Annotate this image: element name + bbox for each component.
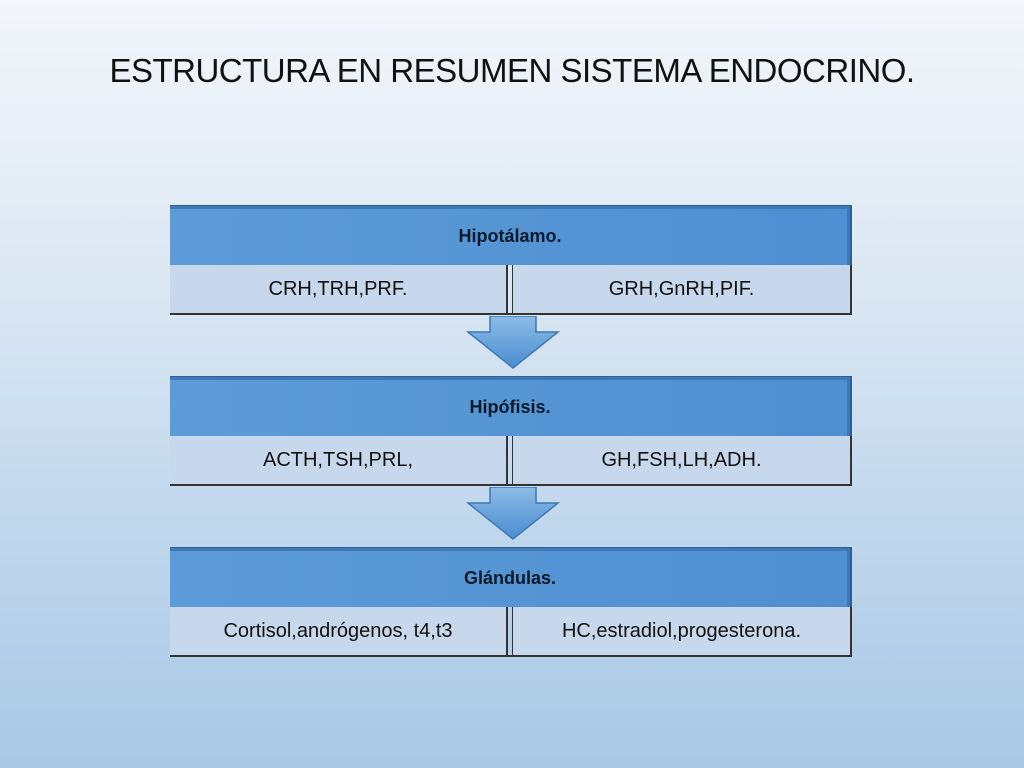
level-cell-right: GRH,GnRH,PIF. [512, 265, 850, 313]
level-body: CRH,TRH,PRF. GRH,GnRH,PIF. [170, 265, 852, 315]
level-cell-right: GH,FSH,LH,ADH. [512, 436, 850, 484]
level-header: Hipófisis. [170, 376, 852, 436]
level-cell-left: Cortisol,andrógenos, t4,t3 [170, 607, 508, 655]
down-arrow-icon [466, 316, 560, 369]
level-hipofisis: Hipófisis. ACTH,TSH,PRL, GH,FSH,LH,ADH. [170, 376, 852, 486]
level-cell-right: HC,estradiol,progesterona. [512, 607, 850, 655]
level-header: Glándulas. [170, 547, 852, 607]
level-glandulas: Glándulas. Cortisol,andrógenos, t4,t3 HC… [170, 547, 852, 657]
level-hipotalamo: Hipotálamo. CRH,TRH,PRF. GRH,GnRH,PIF. [170, 205, 852, 315]
slide-title: ESTRUCTURA EN RESUMEN SISTEMA ENDOCRINO. [109, 52, 915, 89]
level-header: Hipotálamo. [170, 205, 852, 265]
level-body: Cortisol,andrógenos, t4,t3 HC,estradiol,… [170, 607, 852, 657]
level-cell-left: CRH,TRH,PRF. [170, 265, 508, 313]
down-arrow-icon [466, 487, 560, 540]
level-cell-left: ACTH,TSH,PRL, [170, 436, 508, 484]
level-body: ACTH,TSH,PRL, GH,FSH,LH,ADH. [170, 436, 852, 486]
